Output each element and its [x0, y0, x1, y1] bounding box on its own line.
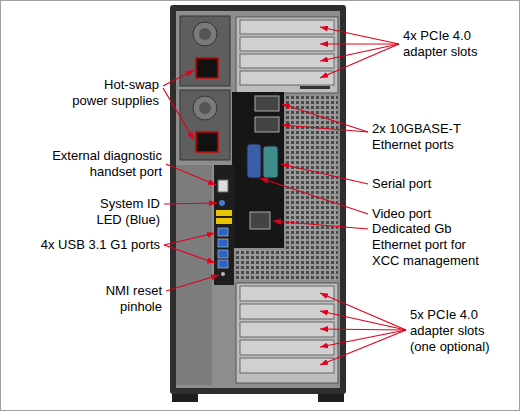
leader-line	[166, 164, 216, 185]
leader-lines	[163, 27, 406, 365]
rj45-port	[255, 117, 279, 132]
leader-line	[320, 330, 406, 347]
leader-line	[282, 125, 368, 132]
callout-label: System ID LED (Blue)	[84, 196, 160, 228]
power-supply	[180, 16, 230, 86]
leader-line	[320, 330, 406, 365]
callout-label: 5x PCIe 4.0 adapter slots (one optional)	[410, 307, 505, 355]
nmi-pinhole	[221, 272, 225, 276]
usb-port	[218, 239, 228, 247]
ac-inlet	[196, 58, 218, 78]
psu-fan-hub	[199, 102, 211, 114]
callout-label: External diagnostic handset port	[22, 148, 162, 180]
chassis-housing	[170, 5, 346, 394]
leader-line	[163, 88, 194, 140]
pcie-slot	[240, 54, 334, 68]
leader-line	[164, 245, 215, 263]
callout-label: 4x USB 3.1 G1 ports	[10, 237, 160, 253]
leader-line	[320, 329, 406, 330]
leader-line	[163, 70, 194, 86]
pcie-slot	[240, 20, 334, 34]
vent-grille	[286, 96, 338, 280]
slot-cage	[236, 283, 338, 383]
warning-sticker	[216, 210, 232, 216]
leader-line	[320, 27, 399, 44]
slot-latch	[300, 86, 330, 89]
leader-line	[260, 178, 368, 214]
leader-line	[281, 164, 368, 184]
leader-line	[320, 43, 399, 44]
diagnostic-port	[218, 180, 228, 192]
power-supply	[180, 90, 230, 160]
leader-line	[164, 203, 217, 204]
psu-fan-hub	[199, 28, 211, 40]
callout-label: Hot-swap power supplies	[61, 77, 159, 109]
leader-line	[320, 44, 399, 61]
leader-line	[273, 221, 368, 229]
leader-line	[320, 311, 406, 330]
io-strip	[214, 165, 234, 285]
pcie-slot	[240, 340, 334, 355]
usb-port	[218, 260, 228, 268]
callout-label: 2x 10GBASE-T Ethernet ports	[372, 121, 482, 153]
pcie-slot	[240, 358, 334, 373]
callout-label: Video port	[372, 206, 492, 222]
vent-grille	[236, 250, 286, 280]
video-connector	[247, 144, 261, 178]
pcie-slot	[240, 322, 334, 337]
callout-label: NMI reset pinhole	[90, 283, 162, 315]
slot-cage	[236, 17, 338, 93]
id-led	[219, 200, 225, 206]
rj45-port	[250, 212, 270, 229]
pcie-slot	[240, 37, 334, 51]
io-panel	[232, 92, 284, 248]
psu-fan	[193, 96, 217, 120]
psu-fan	[193, 22, 217, 46]
usb-port	[218, 250, 228, 258]
pcie-slot	[240, 71, 334, 85]
callout-label: Dedicated Gb Ethernet port for XCC manag…	[372, 221, 484, 269]
callout-label: Serial port	[372, 176, 492, 192]
warning-sticker	[216, 218, 232, 224]
rear-panel	[176, 11, 340, 388]
serial-connector	[263, 146, 278, 178]
rj45-port	[255, 96, 279, 111]
leader-line	[166, 275, 219, 291]
rear-panel-strip	[176, 165, 212, 385]
leader-line	[320, 293, 406, 330]
leader-line	[282, 104, 368, 132]
ac-inlet	[196, 132, 218, 152]
leader-line	[164, 233, 215, 245]
usb-port	[218, 228, 228, 236]
callout-label: 4x PCIe 4.0 adapter slots	[403, 28, 498, 60]
leader-line	[320, 44, 399, 78]
